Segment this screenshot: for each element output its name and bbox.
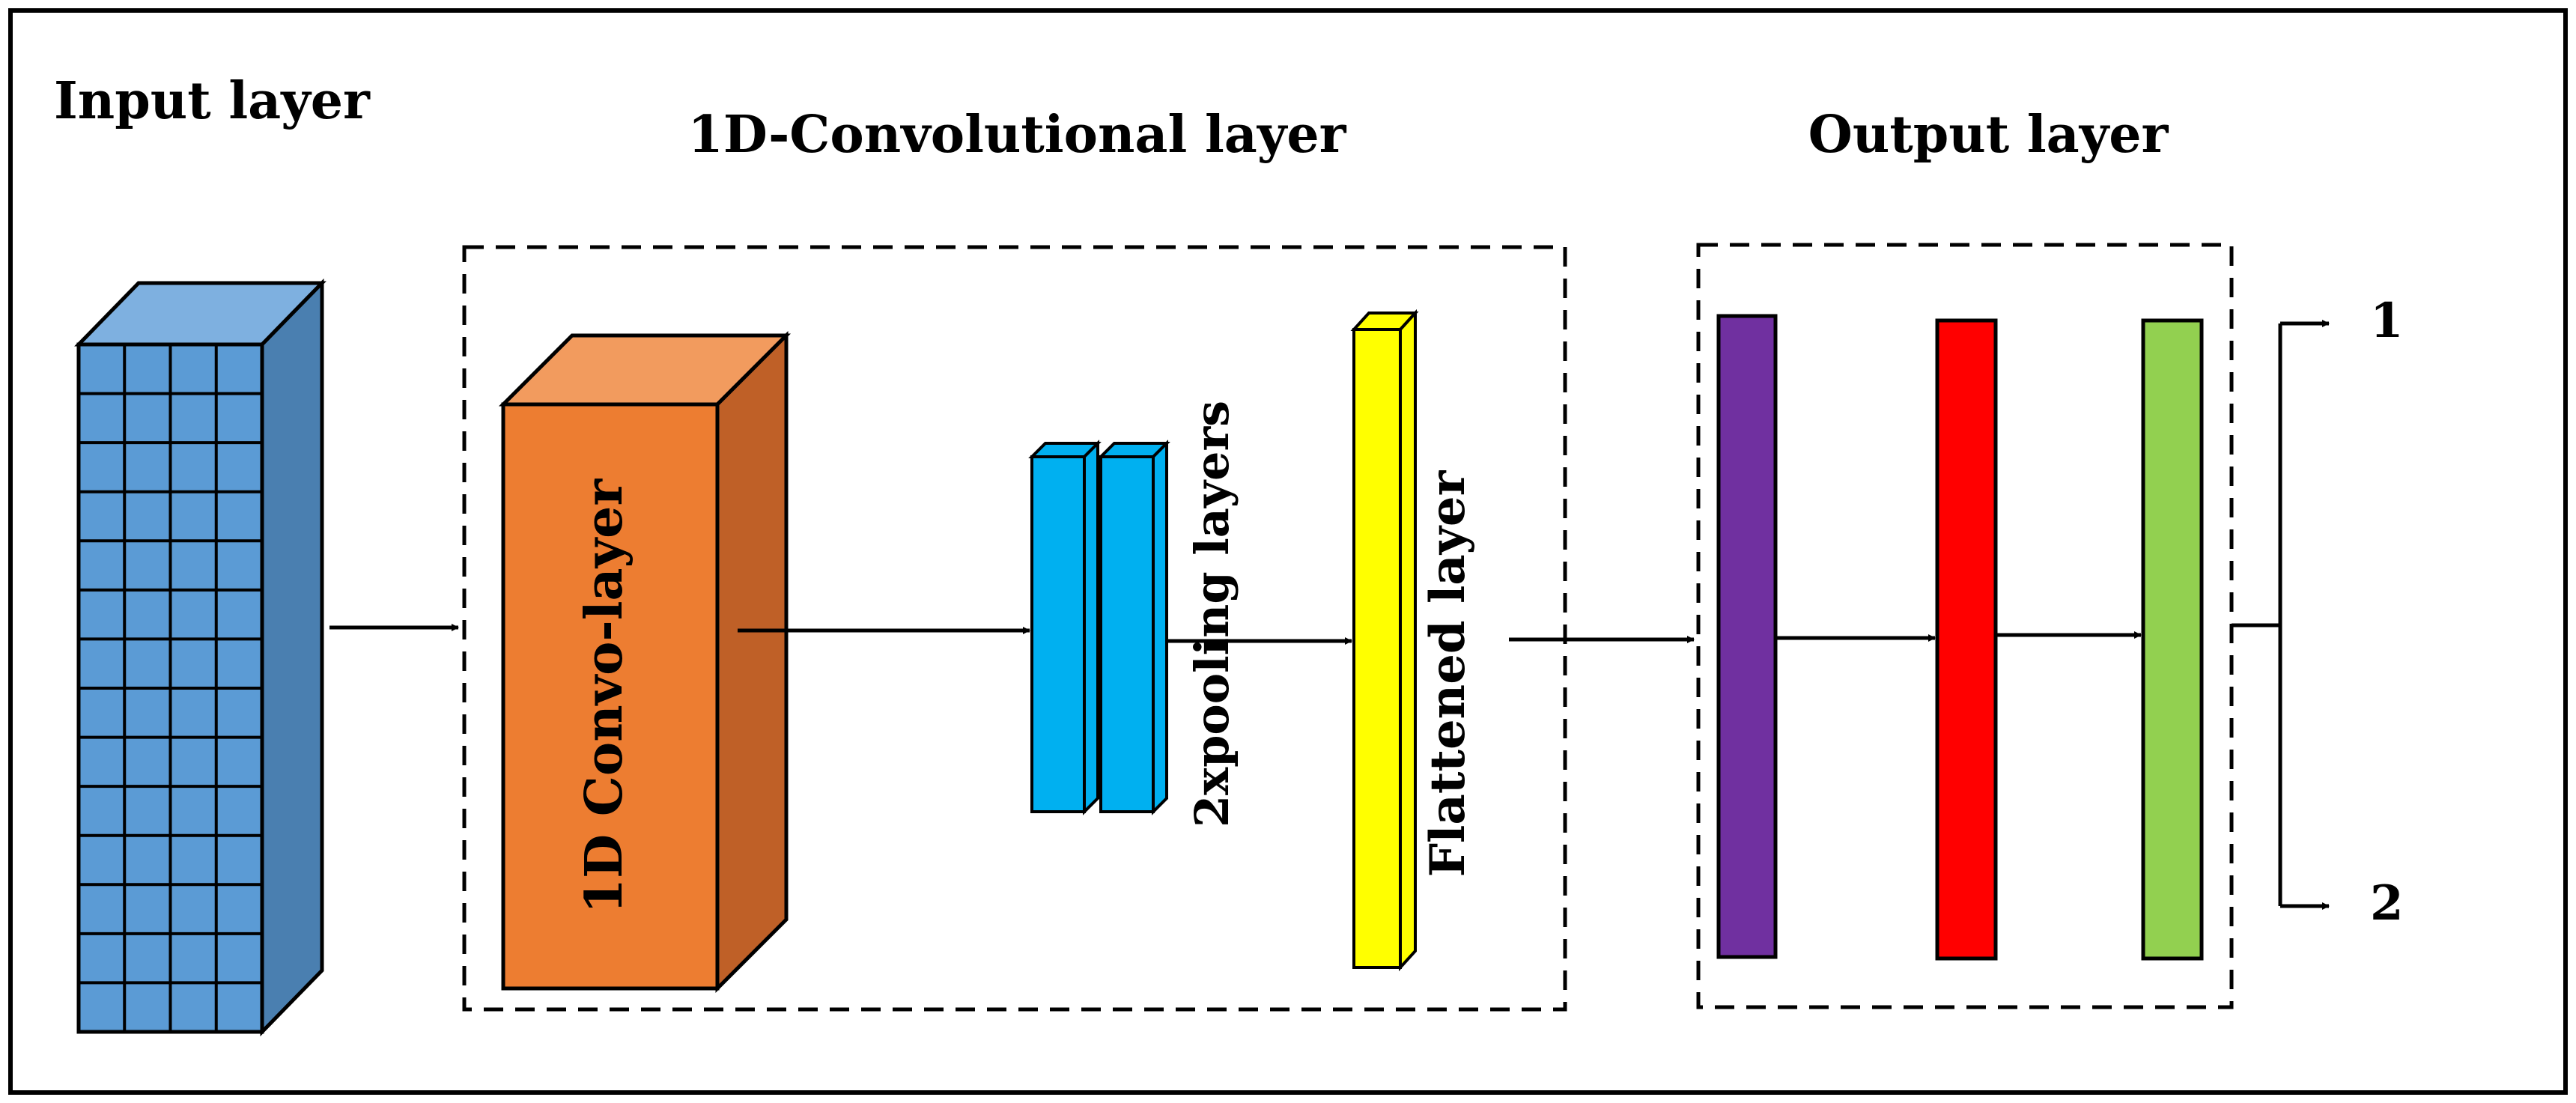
pooling-layer-1	[1028, 440, 1102, 815]
conv-block-front	[501, 402, 720, 991]
conv-group-box	[462, 245, 1567, 1012]
input-layer-heading: Input layer	[54, 71, 371, 131]
pooling-layers: 2xpooling layers	[1028, 401, 1239, 827]
conv-layer-heading: 1D-Convolutional layer	[688, 105, 1347, 165]
flattened-layer-label: Flattened layer	[1420, 470, 1476, 877]
input-block-grid	[79, 344, 262, 1032]
pooling-layers-label: 2xpooling layers	[1185, 401, 1239, 827]
outer-frame	[8, 8, 2568, 1095]
conv-block-label: 1D Convo-layer	[574, 478, 634, 914]
conv-block-side	[715, 330, 789, 994]
input-block	[74, 278, 326, 1037]
input-block-side	[260, 278, 324, 1037]
dense-layer-2	[1935, 318, 1998, 961]
connection-arrows	[329, 320, 2330, 910]
output-label-2: 2	[2370, 875, 2404, 932]
pooling-layer-2	[1097, 440, 1170, 815]
output-layer-heading: Output layer	[1808, 105, 2169, 165]
dense-layer-3	[2141, 318, 2204, 961]
output-label-1: 1	[2370, 293, 2404, 349]
flattened-layer: Flattened layer	[1350, 309, 1476, 972]
dense-layer-1	[1716, 314, 1778, 959]
conv-block: 1D Convo-layer	[498, 330, 792, 994]
